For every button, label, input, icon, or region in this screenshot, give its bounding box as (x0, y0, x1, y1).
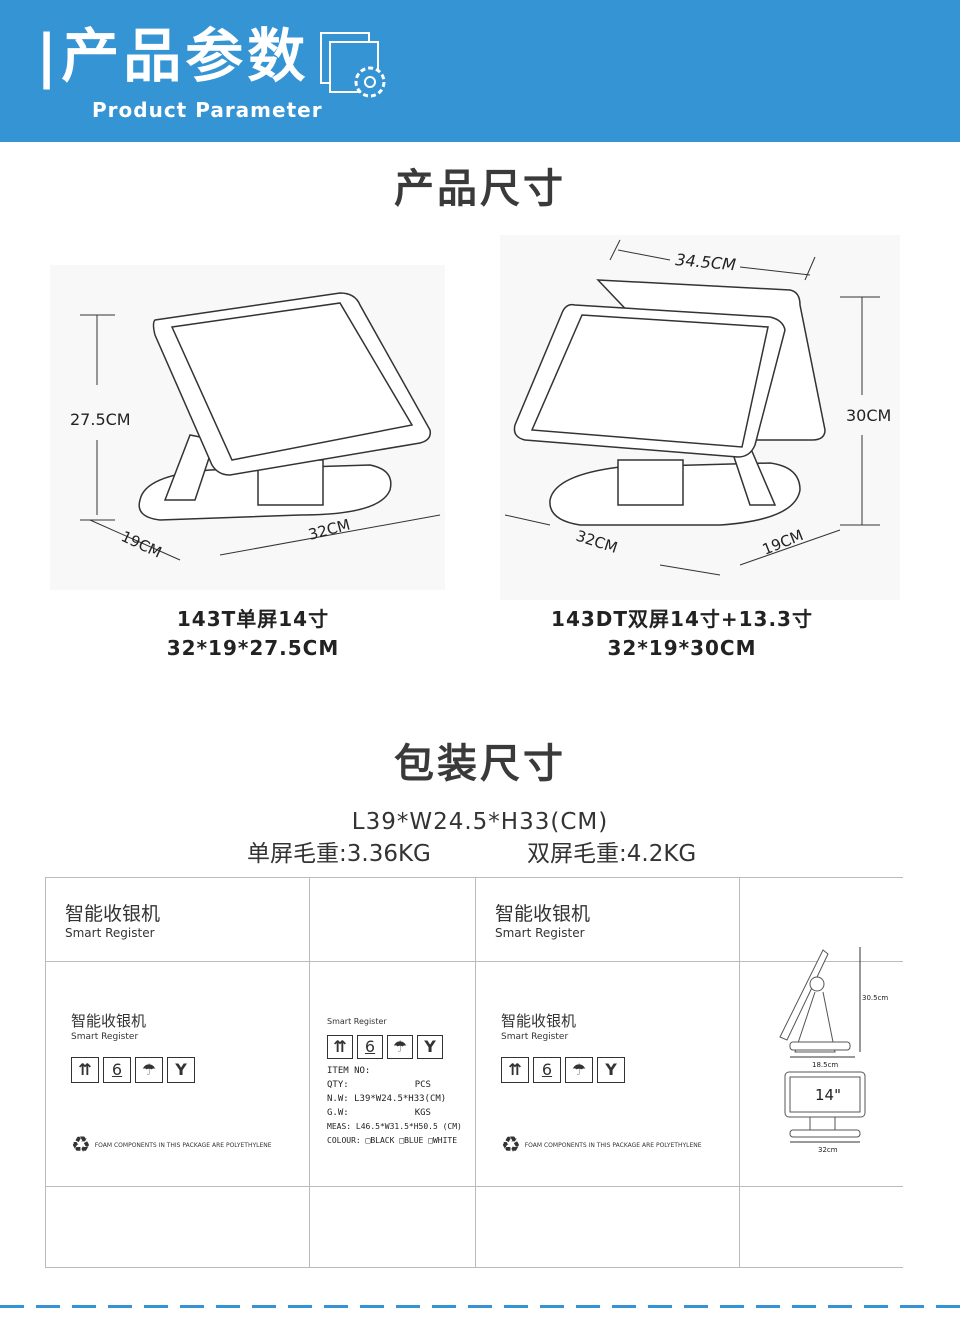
keep-dry-icon: ☂ (387, 1035, 413, 1059)
side-panel-drawing: 30.5cm 18.5cm 14" 32cm (779, 947, 888, 1154)
stack-limit-icon: 6 (533, 1057, 561, 1083)
fragile-icon: Y (597, 1057, 625, 1083)
handling-icons: ⇈ 6 ☂ Y (71, 1057, 301, 1083)
dual-screen-drawing: 34.5CM 30CM 32CM 19CM (500, 235, 900, 600)
meas: MEAS: L46.5*W31.5*H50.5 (CM) (327, 1122, 462, 1131)
this-way-up-icon: ⇈ (327, 1035, 353, 1059)
page-subtitle: Product Parameter (92, 98, 323, 122)
fragile-icon: Y (167, 1057, 195, 1083)
side-screen-size: 14" (815, 1086, 841, 1104)
nw: N.W: (327, 1094, 349, 1104)
kgs: KGS (414, 1108, 431, 1118)
flap-name-cn: 智能收银机 (65, 903, 161, 925)
title-text: 产品参数 (61, 22, 310, 90)
single-screen-drawing: 27.5CM 19CM 32CM (50, 265, 445, 590)
stack-limit-icon: 6 (103, 1057, 131, 1083)
keep-dry-icon: ☂ (135, 1057, 163, 1083)
panel-name-cn: 智能收银机 (71, 1012, 147, 1030)
single-caption: 143T单屏14寸 32*19*27.5CM (103, 605, 403, 663)
single-depth-label: 19CM (118, 527, 164, 561)
dual-height-label: 30CM (846, 406, 891, 425)
recycle-icon: ♻ (71, 1133, 91, 1158)
section-title-package-size: 包装尺寸 (394, 741, 566, 787)
single-height-label: 27.5CM (70, 410, 131, 429)
pcs: PCS (414, 1080, 431, 1090)
bottom-dashed-divider (0, 1305, 960, 1308)
dual-caption: 143DT双屏14寸+13.3寸 32*19*30CM (512, 605, 852, 663)
section-title-product-size: 产品尺寸 (394, 166, 566, 212)
flap-name-en: Smart Register (495, 926, 585, 940)
stack-limit-icon: 6 (357, 1035, 383, 1059)
settings-window-icon (320, 32, 386, 98)
gw: G.W: (327, 1108, 349, 1118)
single-weight: 单屏毛重:3.36KG (247, 841, 431, 867)
front-panel-2: 智能收银机 Smart Register ⇈ 6 ☂ Y ♻FOAM COMPO… (501, 1012, 731, 1159)
panel-name-cn: 智能收银机 (501, 1012, 577, 1030)
foam-note: FOAM COMPONENTS IN THIS PACKAGE ARE POLY… (524, 1142, 702, 1149)
dual-dims: 32*19*30CM (607, 636, 757, 660)
fragile-icon: Y (417, 1035, 443, 1059)
side-depth: 18.5cm (812, 1061, 838, 1069)
foam-note: FOAM COMPONENTS IN THIS PACKAGE ARE POLY… (94, 1142, 272, 1149)
flap-name-en: Smart Register (65, 926, 155, 940)
page-title: |产品参数 (36, 22, 310, 90)
dual-weight: 双屏毛重:4.2KG (527, 841, 697, 867)
panel-name-en: Smart Register (501, 1032, 569, 1042)
colour: COLOUR: □BLACK □BLUE □WHITE (327, 1136, 458, 1145)
single-model: 143T单屏14寸 (176, 607, 330, 631)
header-banner (0, 0, 960, 142)
single-dims: 32*19*27.5CM (166, 636, 340, 660)
label-size: L39*W24.5*H33(CM) (354, 1094, 447, 1104)
flap-name-cn: 智能收银机 (495, 903, 591, 925)
dual-depth-label: 19CM (760, 526, 806, 559)
this-way-up-icon: ⇈ (71, 1057, 99, 1083)
panel-name-en: Smart Register (71, 1032, 139, 1042)
dual-width-label: 32CM (574, 527, 620, 557)
qty: QTY: (327, 1080, 349, 1090)
handling-icons: ⇈ 6 ☂ Y (327, 1035, 477, 1059)
label-name-en: Smart Register (327, 1017, 387, 1026)
keep-dry-icon: ☂ (565, 1057, 593, 1083)
package-dims: L39*W24.5*H33(CM) (351, 809, 609, 835)
side-height: 30.5cm (862, 994, 888, 1002)
this-way-up-icon: ⇈ (501, 1057, 529, 1083)
front-panel-1: 智能收银机 Smart Register ⇈ 6 ☂ Y ♻FOAM COMPO… (71, 1012, 301, 1159)
recycle-icon: ♻ (501, 1133, 521, 1158)
item-no: ITEM NO: (327, 1066, 371, 1076)
dual-top-width-label: 34.5CM (675, 250, 737, 274)
handling-icons: ⇈ 6 ☂ Y (501, 1057, 731, 1083)
shipping-label-panel: Smart Register ⇈ 6 ☂ Y ITEM NO: QTY:PCS … (327, 1017, 477, 1148)
dual-model: 143DT双屏14寸+13.3寸 (551, 607, 813, 631)
single-width-label: 32CM (306, 515, 352, 543)
side-width: 32cm (818, 1146, 838, 1154)
